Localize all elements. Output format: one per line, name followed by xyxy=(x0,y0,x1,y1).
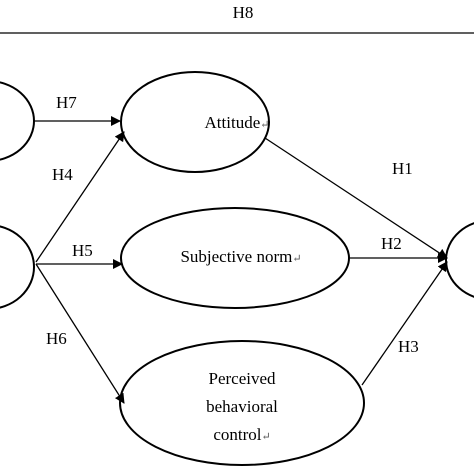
h4-label: H4 xyxy=(52,165,73,184)
attitude-label: Attitude↵ xyxy=(205,113,270,132)
pbc-label-line3: control↵ xyxy=(213,425,270,444)
h1-label: H1 xyxy=(392,159,413,178)
h1-arrow xyxy=(264,137,448,259)
pbc-label-line2: behavioral xyxy=(206,397,278,416)
h3-label: H3 xyxy=(398,337,419,356)
h8-label: H8 xyxy=(233,3,254,22)
h5-label: H5 xyxy=(72,241,93,260)
subjective-norm-label: Subjective norm↵ xyxy=(180,247,301,266)
h6-label: H6 xyxy=(46,329,67,348)
attitude-node xyxy=(120,71,270,173)
h4-arrow xyxy=(35,131,125,263)
left-construct-bottom xyxy=(0,225,35,309)
h7-label: H7 xyxy=(56,93,77,112)
pbc-label-line1: Perceived xyxy=(208,369,276,388)
left-construct-top xyxy=(0,81,35,161)
h3-arrow xyxy=(361,261,448,386)
h6-arrow xyxy=(35,263,125,404)
right-outcome-construct xyxy=(445,222,474,298)
h2-label: H2 xyxy=(381,234,402,253)
